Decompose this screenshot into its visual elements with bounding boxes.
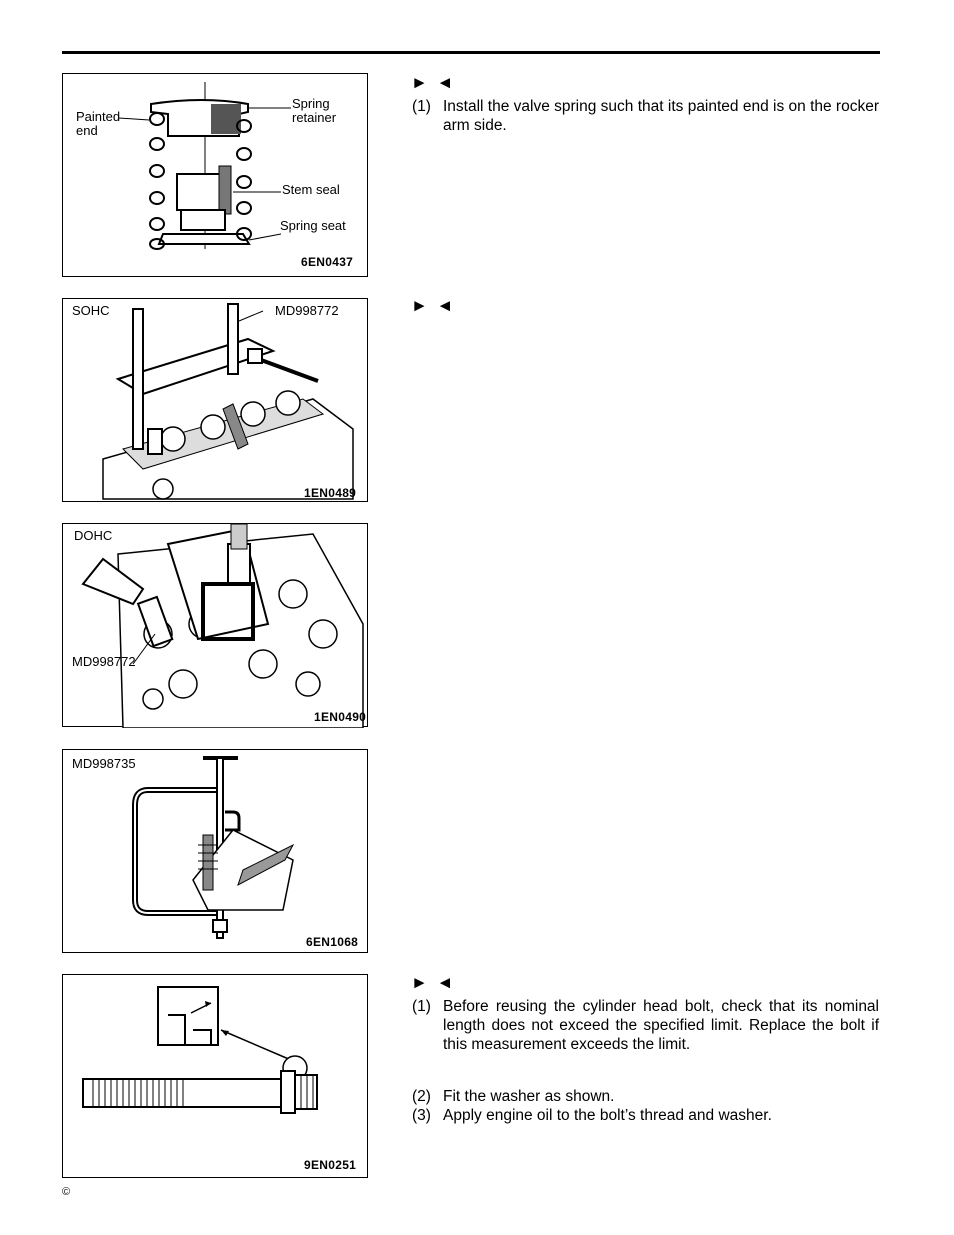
step-text: Apply engine oil to the bolt’s thread an…: [443, 1107, 772, 1124]
label-tool-md998772: MD998772: [275, 303, 339, 318]
step-check-bolt-length: (1) Before reusing the cylinder head bol…: [412, 997, 879, 1054]
label-sohc: SOHC: [72, 303, 110, 318]
figure-valve-spring: Painted end Spring retainer Stem seal Sp…: [62, 73, 368, 277]
step-number: (2): [412, 1088, 431, 1105]
figure-sohc-spring-compressor: SOHC MD998772 1EN0489: [62, 298, 368, 502]
figure-code: 1EN0490: [314, 710, 367, 724]
figure-dohc-spring-compressor: DOHC MD998772 1EN0490: [62, 523, 368, 728]
figure-code: 1EN0489: [304, 486, 357, 500]
figure-code: 9EN0251: [304, 1158, 357, 1172]
copyright-mark: ©: [62, 1186, 71, 1198]
header-rule: [62, 51, 880, 54]
step-number: (1): [412, 998, 431, 1015]
valve-spring-illustration: [118, 82, 291, 250]
label-tool-md998735: MD998735: [72, 756, 136, 771]
label-spring-retainer: Spring retainer: [292, 96, 337, 125]
step-fit-washer: (2) Fit the washer as shown.: [412, 1087, 879, 1106]
step-text: Install the valve spring such that its p…: [443, 98, 879, 134]
step-text: Before reusing the cylinder head bolt, c…: [443, 998, 879, 1053]
section-arrows: ► ◄: [411, 296, 456, 315]
label-dohc: DOHC: [74, 528, 113, 543]
step-number: (1): [412, 98, 431, 115]
step-text: Fit the washer as shown.: [443, 1088, 615, 1105]
dohc-compressor-illustration: [81, 524, 364, 728]
figure-code: 6EN0437: [301, 255, 354, 269]
c-clamp-illustration: [132, 756, 295, 939]
figure-code: 6EN1068: [306, 935, 359, 949]
figure-spring-compressor-md998735: MD998735 6EN1068: [62, 749, 368, 953]
label-tool-md998772: MD998772: [72, 654, 136, 669]
label-painted-end: Painted end: [76, 109, 121, 138]
figure-cylinder-head-bolt: 9EN0251: [62, 974, 368, 1178]
step-install-valve-spring: (1) Install the valve spring such that i…: [412, 97, 879, 135]
label-stem-seal: Stem seal: [282, 182, 340, 197]
head-bolt-illustration: [82, 986, 318, 1114]
step-apply-engine-oil: (3) Apply engine oil to the bolt’s threa…: [412, 1106, 879, 1125]
sohc-compressor-illustration: [102, 303, 354, 500]
section-arrows: ► ◄: [411, 973, 456, 992]
step-number: (3): [412, 1107, 431, 1124]
label-spring-seat: Spring seat: [280, 218, 346, 233]
section-arrows: ► ◄: [411, 73, 456, 92]
